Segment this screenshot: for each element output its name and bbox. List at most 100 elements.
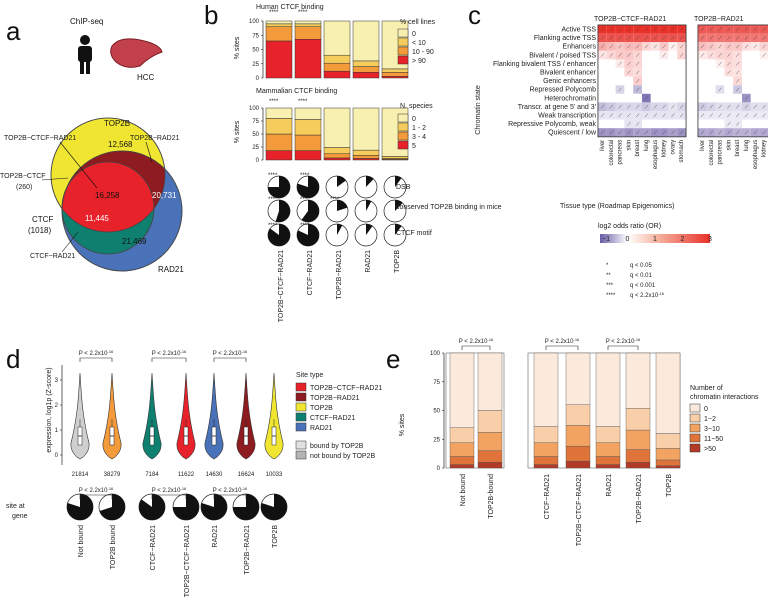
d-ylabel: expression, log1p (Z-score) xyxy=(46,367,53,452)
label-top2b-rad21: TOP2B−RAD21 xyxy=(130,135,180,142)
c-tissue-label: colorectal xyxy=(709,140,715,166)
c-sig-mark xyxy=(680,44,684,49)
d-violin xyxy=(142,372,162,460)
c-sig-mark xyxy=(662,130,666,135)
d-p1-bracket xyxy=(79,357,113,362)
c-sig-mark xyxy=(636,130,640,135)
e-xlabel: CTCF−RAD21 xyxy=(544,474,551,519)
d-legend-key xyxy=(295,382,307,392)
c-sig-mark xyxy=(718,35,722,40)
d-pie-p1-pvalue: P < 2.2x10-16 xyxy=(79,486,114,494)
b-legend1-key xyxy=(397,37,409,47)
c-sig-mark xyxy=(744,35,749,40)
c-sig-mark xyxy=(736,104,740,109)
b-legend1-title: % cell lines xyxy=(400,19,436,26)
e-bar-seg xyxy=(595,352,621,427)
c-heat-cell xyxy=(659,76,669,86)
c-heat-cell xyxy=(642,50,651,60)
b1-sig-1: **** xyxy=(298,10,308,16)
c-heat-cell xyxy=(598,119,607,129)
c-sig-mark xyxy=(709,27,713,32)
b-pie-slice xyxy=(297,224,319,246)
d-legend-label: TOP2B−CTCF−RAD21 xyxy=(310,385,382,392)
c-heat-cell xyxy=(606,76,616,86)
e-bar-seg xyxy=(595,442,621,457)
e-ytick: 50 xyxy=(433,409,440,415)
c-sig-mark xyxy=(653,130,657,135)
b-pie-sig-dsb-1: **** xyxy=(300,173,310,179)
e-legend-key xyxy=(689,443,701,453)
c-heat-cell xyxy=(615,76,625,86)
b1-bar-seg xyxy=(265,20,293,25)
c-sig-mark xyxy=(718,87,722,92)
c-tissue-label: liver xyxy=(700,140,706,151)
c-heat-cell xyxy=(642,119,651,129)
c-heat-cell xyxy=(615,93,625,103)
c-sig-mark xyxy=(627,113,631,118)
d-count: 7184 xyxy=(145,472,159,478)
d-xlabel: TOP2B bound xyxy=(110,525,117,569)
c-row-label: Weak transcription xyxy=(538,113,596,120)
c-sig-mark xyxy=(644,113,649,118)
c-sig-mark xyxy=(636,53,640,57)
c-heat-cell xyxy=(668,119,678,129)
c-sig-mark xyxy=(600,113,605,118)
c-sig-mark xyxy=(636,121,640,126)
c-sig-mark xyxy=(627,104,631,109)
c-sig-mark xyxy=(718,61,722,66)
c-sig-mark xyxy=(618,27,622,32)
label-top2b-ctcf-n: (260) xyxy=(16,184,32,191)
c-heat-cell xyxy=(615,68,625,77)
b2-bar-seg xyxy=(294,119,322,136)
c-colorbar-tick: −1 xyxy=(602,236,610,243)
c-tissue-label: kidney xyxy=(662,140,668,157)
c-heat-cell xyxy=(598,59,607,68)
c-sig-mark xyxy=(644,44,649,49)
c-heat-cell xyxy=(698,85,707,94)
e-ytick: 100 xyxy=(430,351,441,357)
b-legend1-key xyxy=(397,46,409,56)
b-xlabel: TOP2B−CTCF−RAD21 xyxy=(278,250,285,322)
chip-seq-label: ChIP-seq xyxy=(70,17,103,26)
c-heat-cell xyxy=(650,68,660,77)
c-sig-mark xyxy=(600,35,605,40)
c-sig-mark xyxy=(762,130,766,135)
e-bar-seg xyxy=(477,450,503,463)
e-bar-seg xyxy=(533,352,559,427)
b-legend1-label: > 90 xyxy=(412,58,426,65)
c-heat-cell xyxy=(742,119,751,129)
c-sig-mark xyxy=(653,113,657,118)
c-heat-cell xyxy=(624,93,634,103)
d-pie-p3-pvalue: P < 2.2x10-16 xyxy=(213,486,248,494)
b-pie-sig-motif-1: **** xyxy=(300,223,310,229)
b-legend1-key xyxy=(397,55,409,65)
d-xlabel: Not bound xyxy=(78,525,85,557)
d-legend-key xyxy=(295,422,307,432)
c-heat-cell xyxy=(733,93,742,103)
b-legend2-key xyxy=(397,113,409,123)
e-bar-seg xyxy=(655,459,681,466)
e-bar-seg xyxy=(449,352,475,428)
b2-sig-0: **** xyxy=(269,99,279,105)
d-pie-slice xyxy=(173,494,199,520)
venn-label-rad21: RAD21 xyxy=(158,265,184,274)
c-sig-value: q < 0.001 xyxy=(630,283,656,289)
c-heat-cell xyxy=(606,68,616,77)
c-heat-cell xyxy=(659,85,669,94)
d-pie-p2-pvalue: P < 2.2x10-16 xyxy=(152,486,187,494)
b-pie-slice xyxy=(337,200,348,211)
c-colorbar xyxy=(600,234,710,243)
c-sig-mark xyxy=(736,44,740,49)
c-heat-cell xyxy=(598,93,607,103)
e-bar-seg xyxy=(565,445,591,462)
c-heat-cell xyxy=(659,59,669,68)
b2-ytick: 100 xyxy=(249,106,260,112)
panel-label-c: c xyxy=(468,0,481,30)
b2-bar-seg xyxy=(323,153,351,159)
c-heat-cell xyxy=(715,93,725,103)
c-row-label: Active TSS xyxy=(562,27,597,34)
c-tissue-label: breast xyxy=(635,139,641,156)
c-sig-mark xyxy=(736,61,740,66)
c-tissue-label: pancreas xyxy=(718,140,724,165)
c-heat-cell xyxy=(650,50,660,60)
